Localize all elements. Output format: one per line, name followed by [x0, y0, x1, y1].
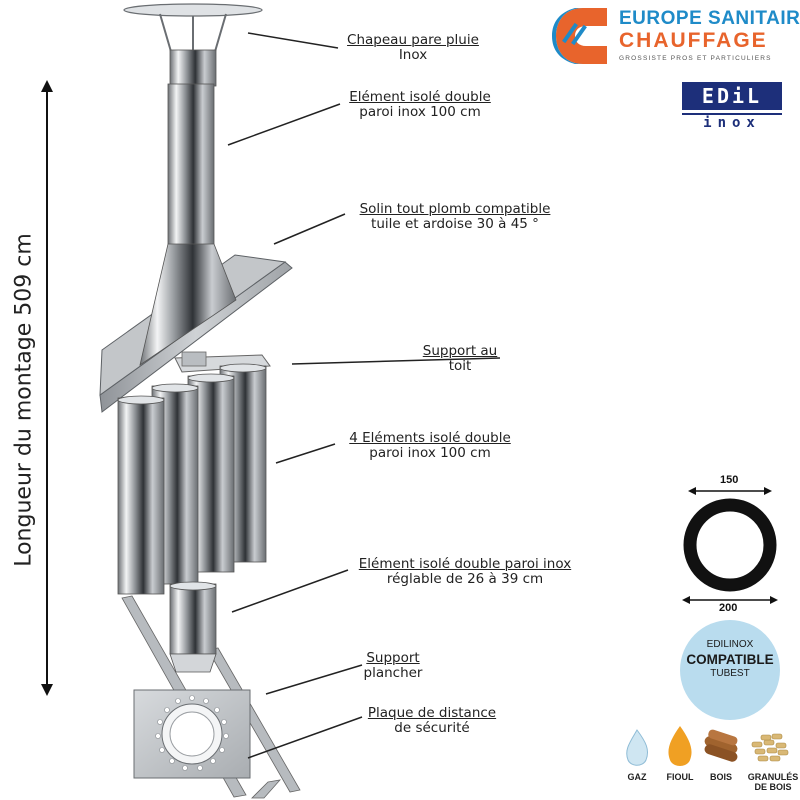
gas-flame-icon	[626, 729, 649, 766]
label-safety-plate-line2: de sécurité	[394, 720, 470, 736]
europe-sanitaire-logo: EUROPE SANITAIRE CHAUFFAGE GROSSISTE PRO…	[553, 4, 800, 70]
label-adjustable-element-line1: Elément isolé double paroi inox	[358, 556, 572, 572]
label-floor-support-line2: plancher	[363, 665, 423, 681]
height-dimension-arrow	[41, 80, 53, 696]
fuel-gas: GAZ	[612, 720, 662, 800]
edil-logo-text: EDiL	[682, 82, 782, 110]
wood-logs-icon	[704, 729, 738, 762]
brand-line2: CHAUFFAGE	[619, 29, 768, 52]
fuel-wood: BOIS	[696, 720, 746, 800]
label-flashing-line2: tuile et ardoise 30 à 45 °	[371, 216, 539, 232]
badge-line3: TUBEST	[710, 668, 750, 679]
fuel-oil: FIOUL	[655, 720, 705, 800]
label-flashing-line1: Solin tout plomb compatible	[359, 201, 551, 217]
safety-distance-plate	[133, 689, 251, 779]
roof-flashing	[99, 243, 293, 413]
pipe-section-diagram	[682, 487, 778, 604]
label-roof-support-line2: toit	[448, 358, 472, 374]
inox-logo-text: inox	[682, 113, 782, 132]
fuel-gas-label: GAZ	[627, 772, 647, 782]
adjustable-pipe	[169, 581, 217, 673]
oil-drop-icon	[668, 726, 692, 766]
upper-pipe	[167, 83, 215, 255]
label-four-elements: 4 Eléments isolé double paroi inox 100 c…	[325, 431, 535, 461]
brand-tagline: GROSSISTE PROS ET PARTICULIERS	[619, 55, 772, 62]
fuel-pellets: GRANULÉS DE BOIS	[746, 720, 800, 800]
four-pipe-elements	[117, 363, 267, 595]
label-floor-support-line1: Support	[366, 650, 420, 666]
compatible-badge: EDILINOX COMPATIBLE TUBEST	[680, 620, 780, 720]
label-adjustable-element-line2: réglable de 26 à 39 cm	[386, 571, 544, 587]
label-four-elements-line2: paroi inox 100 cm	[369, 445, 491, 461]
assembly-length-text: Longueur du montage 509 cm	[11, 233, 37, 567]
badge-line1: EDILINOX	[706, 639, 754, 650]
label-rain-cap: Chapeau pare pluie Inox	[318, 33, 508, 63]
brand-line1: EUROPE SANITAIRE	[619, 8, 800, 29]
label-roof-support: Support au toit	[390, 344, 530, 374]
label-floor-support: Support plancher	[343, 651, 443, 681]
europe-sanitaire-logo-mark	[552, 8, 607, 64]
outer-diameter-label: 200	[719, 602, 738, 614]
label-roof-support-line1: Support au	[422, 343, 498, 359]
label-safety-plate-line1: Plaque de distance	[367, 705, 497, 721]
label-four-elements-line1: 4 Eléments isolé double	[349, 430, 511, 446]
inner-diameter-label: 150	[720, 474, 739, 486]
edil-inox-logo: EDiL inox	[618, 80, 788, 132]
label-rain-cap-line2: Inox	[398, 47, 428, 63]
label-adjustable-element: Elément isolé double paroi inox réglable…	[330, 557, 600, 587]
label-top-element-line1: Elément isolé double	[349, 89, 491, 105]
callout-leader-lines	[227, 32, 501, 759]
fuel-pellets-label: GRANULÉS DE BOIS	[747, 772, 799, 792]
label-flashing: Solin tout plomb compatible tuile et ard…	[335, 202, 575, 232]
fuel-oil-label: FIOUL	[666, 772, 694, 782]
badge-line2: COMPATIBLE	[686, 652, 774, 667]
wood-pellets-icon	[751, 733, 789, 762]
label-safety-plate: Plaque de distance de sécurité	[352, 706, 512, 736]
label-top-element: Elément isolé double paroi inox 100 cm	[325, 90, 515, 120]
label-rain-cap-line1: Chapeau pare pluie	[347, 32, 479, 48]
fuel-wood-label: BOIS	[709, 772, 732, 782]
rain-cap	[123, 3, 263, 87]
roof-support-bracket	[174, 351, 271, 373]
label-top-element-line2: paroi inox 100 cm	[359, 104, 481, 120]
